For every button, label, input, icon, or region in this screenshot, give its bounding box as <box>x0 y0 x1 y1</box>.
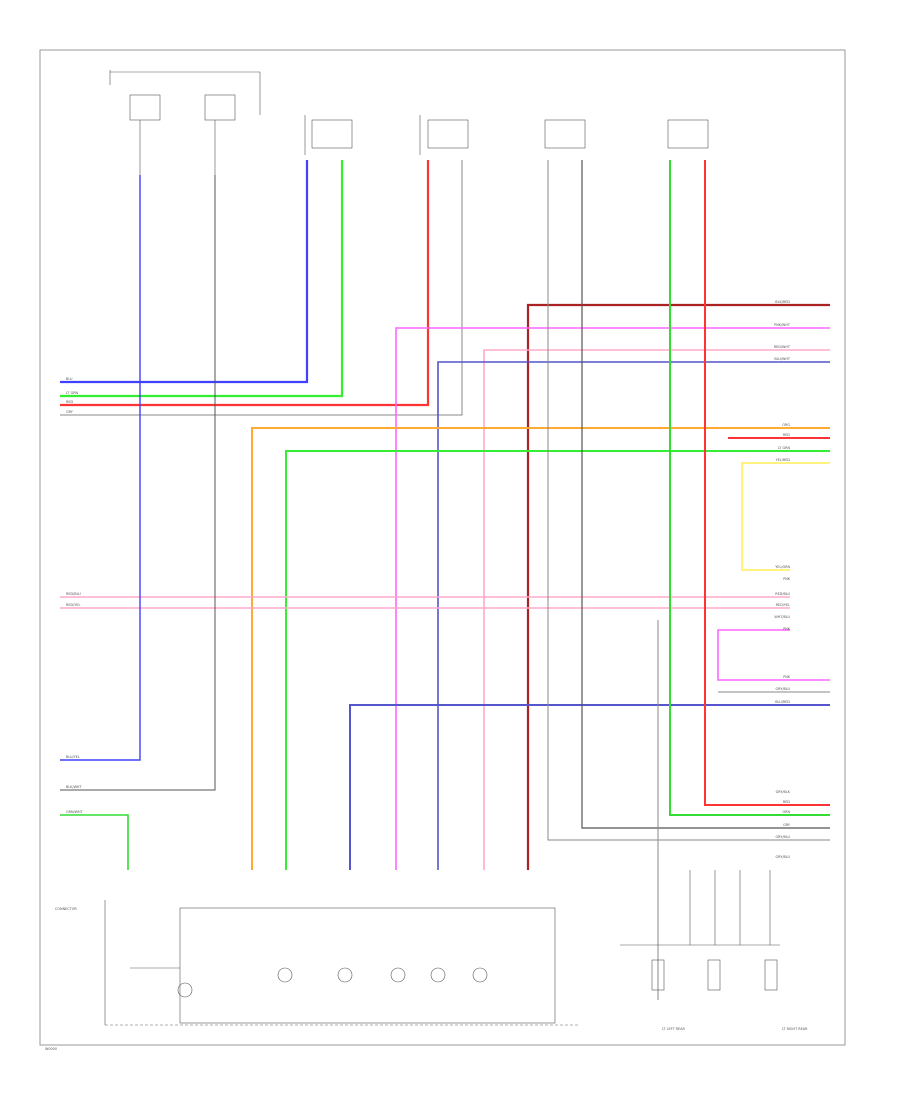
diagram-frame <box>39 49 846 1046</box>
wire-yel-red <box>741 462 830 571</box>
left-wire-label: RED/YEL <box>66 603 80 607</box>
right-wire-label: PNK <box>783 675 791 679</box>
right-wire-label: BLU/RED <box>775 700 790 704</box>
left-wire-label: RED <box>66 400 73 404</box>
bottom-note-right: LT RIGHT REAR <box>782 1027 808 1031</box>
left-wire-label: BLK/WHT <box>66 785 82 789</box>
right-wire-label: RED/YEL <box>776 603 790 607</box>
wire-red <box>60 160 430 407</box>
wire-org <box>251 427 830 870</box>
bottom-note-left: LT LEFT REAR <box>662 1027 685 1031</box>
right-wire-label: GRY <box>783 823 791 827</box>
right-wire-label: PNK <box>783 627 791 631</box>
wire-blu <box>60 160 309 384</box>
top-component-3 <box>544 119 586 149</box>
wire-blu-red <box>349 704 830 870</box>
left-wire-label: GRY <box>66 410 74 414</box>
wire-gry <box>60 160 463 416</box>
right-labels: BLK/RED PNK/WHT RED/WHT BLU/WHT ORG RED LT GRN… <box>774 300 791 859</box>
footer-code: W0000 <box>45 1047 57 1051</box>
left-wire-label: RED/BLU <box>66 592 81 596</box>
wire-blu-yel <box>60 175 141 761</box>
wire-gry-blu-2 <box>547 160 830 841</box>
wires <box>60 160 830 1000</box>
wire-red-wht <box>483 349 830 870</box>
left-labels: BLU LT GRN RED GRY RED/BLU RED/YEL BLU/YEL BLK/… <box>66 377 84 814</box>
top-left-component <box>109 70 261 175</box>
right-wire-label: YEL/RED <box>776 458 791 462</box>
top-component-4 <box>667 119 709 149</box>
right-wire-label: GRY/BLU <box>775 855 790 859</box>
left-wire-label: BLU <box>66 377 73 381</box>
right-wire-label: BLK/RED <box>775 300 790 304</box>
left-wire-label: GRN/WHT <box>66 810 84 814</box>
right-wire-label: RED <box>783 800 790 804</box>
right-wire-label: GRY/BLK <box>776 790 791 794</box>
wire-pnk-wht <box>395 327 830 870</box>
top-component-1 <box>304 115 353 155</box>
bottom-left-label: CONNECTOR <box>55 907 77 911</box>
right-wire-label: RED/BLU <box>775 592 790 596</box>
left-wire-label: LT GRN <box>66 391 79 395</box>
top-component-2 <box>419 115 469 155</box>
right-wire-label: PNK/WHT <box>774 323 791 327</box>
right-wire-label: PNK <box>783 577 791 581</box>
right-wire-label: RED/WHT <box>774 345 791 349</box>
right-wire-label: ORG <box>782 423 790 427</box>
bottom-right-connectors <box>620 870 780 991</box>
wire-grn-wht <box>60 814 129 870</box>
right-wire-label: WHT/BLU <box>774 615 790 619</box>
right-wire-label: GRY/BLU <box>775 687 790 691</box>
wire-pnk-2 <box>717 629 830 681</box>
wire-blu-wht <box>437 361 830 870</box>
wire-red-3 <box>704 160 830 806</box>
wire-grn <box>669 160 830 816</box>
right-wire-label: GRY/BLU <box>775 835 790 839</box>
left-wire-label: BLU/YEL <box>66 755 80 759</box>
wire-gry <box>581 160 830 829</box>
wire-lt-grn <box>60 160 344 398</box>
bottom-module <box>104 900 580 1026</box>
right-wire-label: LT GRN <box>778 446 791 450</box>
right-wire-label: RED <box>783 433 790 437</box>
right-wire-label: BLU/WHT <box>774 357 791 361</box>
wire-lt-grn-2 <box>285 450 830 870</box>
right-wire-label: YEL/GRN <box>775 565 790 569</box>
right-wire-label: GRN <box>782 810 790 814</box>
wire-blk-wht <box>60 175 216 791</box>
wire-blk-red <box>526 303 830 870</box>
